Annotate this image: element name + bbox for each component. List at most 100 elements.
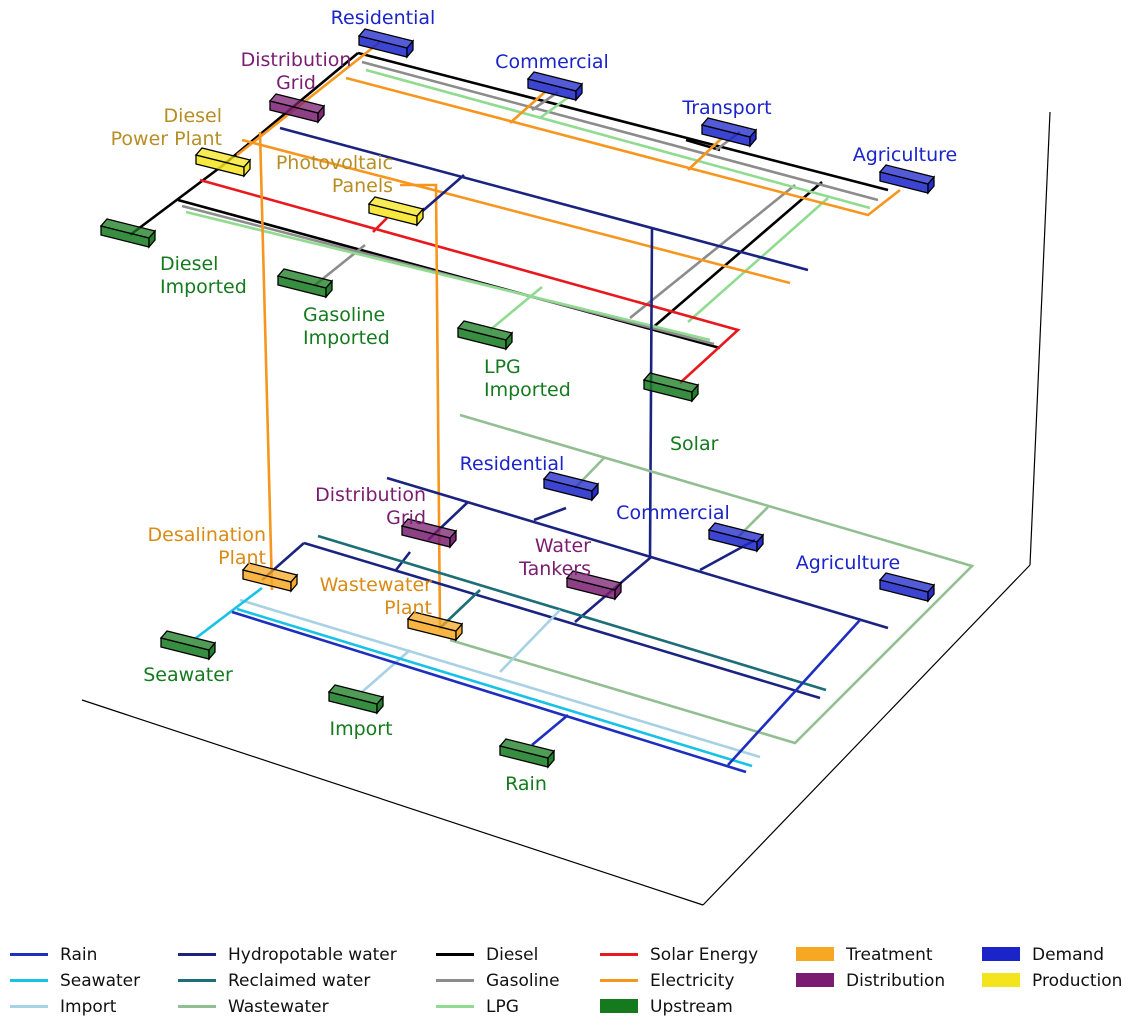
- wastewater-link: [449, 413, 975, 745]
- hydropotable-link: [386, 476, 889, 630]
- label-energy-residential: Residential: [331, 7, 436, 29]
- diesel-link: [357, 51, 889, 192]
- legend-line-swatch: [10, 1005, 48, 1008]
- node-water-rain: [498, 738, 556, 769]
- hydropotable-link: [279, 126, 809, 272]
- label-energy-diesel-power-plant-line: Diesel: [164, 105, 222, 127]
- label-water-import: Import: [329, 718, 392, 740]
- label-water-wastewater-plant-line: Plant: [384, 597, 432, 619]
- node-energy-gasoline-imported-top: [276, 268, 334, 289]
- node-energy-agriculture-top: [878, 164, 936, 185]
- label-water-distribution-grid-line: Grid: [386, 507, 426, 529]
- lpg-link: [489, 285, 543, 332]
- node-water-wastewater-plant: [406, 611, 464, 642]
- node-energy-diesel-imported: [99, 218, 157, 249]
- rain-link: [231, 610, 747, 774]
- legend-line-swatch: [178, 1005, 216, 1008]
- label-water-rain: Rain: [505, 773, 547, 795]
- lpg-link: [539, 94, 571, 120]
- legend-label: Solar Energy: [650, 945, 759, 965]
- node-water-import-top: [327, 684, 385, 705]
- node-water-tankers: [565, 570, 623, 601]
- seawater-link: [195, 586, 263, 640]
- label-energy-distribution-grid-line: Distribution: [241, 49, 352, 71]
- node-water-desalination-plant: [241, 562, 299, 593]
- label-energy-diesel-imported-line: Imported: [160, 276, 247, 298]
- legend-patch-swatch: [600, 999, 638, 1013]
- label-water-agriculture: Agriculture: [796, 552, 901, 574]
- electricity-link: [687, 137, 723, 171]
- label-water-desalination-plant-line: Desalination: [148, 524, 267, 546]
- label-water-residential: Residential: [460, 453, 565, 475]
- gasoline-link: [629, 183, 796, 320]
- node-energy-solar-top: [642, 372, 700, 393]
- axis-front-edge: [81, 699, 704, 906]
- node-water-commercial-top: [707, 522, 765, 543]
- electricity-link: [400, 183, 442, 631]
- legend-label: Reclaimed water: [228, 971, 371, 991]
- label-water-residential-line: Residential: [460, 453, 565, 475]
- lpg-link: [185, 210, 711, 342]
- node-water-agriculture-top: [878, 572, 936, 593]
- label-water-commercial-line: Commercial: [616, 502, 730, 524]
- label-energy-transport: Transport: [681, 97, 771, 119]
- diesel-link: [685, 138, 721, 152]
- label-energy-agriculture-line: Agriculture: [853, 144, 958, 166]
- legend-label: Gasoline: [486, 971, 560, 991]
- lpg-link: [365, 68, 871, 210]
- label-water-desalination-plant-line: Plant: [218, 547, 266, 569]
- lpg-link: [687, 197, 829, 323]
- label-energy-commercial-line: Commercial: [495, 51, 609, 73]
- legend-line-swatch: [436, 1005, 474, 1008]
- rain-link: [531, 714, 569, 746]
- electricity-link: [345, 76, 901, 217]
- label-energy-transport-line: Transport: [681, 97, 771, 119]
- legend-label: Hydropotable water: [228, 945, 397, 965]
- label-energy-diesel-imported-line: Diesel: [160, 253, 218, 275]
- electricity-link: [258, 131, 274, 591]
- node-energy-photovoltaic-panels: [367, 196, 425, 227]
- node-energy-diesel-power-plant: [194, 147, 252, 178]
- node-energy-transport: [700, 117, 758, 148]
- node-water-commercial: [707, 522, 765, 553]
- legend-line-swatch: [436, 953, 474, 956]
- legend-label: LPG: [486, 997, 519, 1017]
- legend-line-swatch: [10, 953, 48, 956]
- axis-vertical-edge: [1029, 111, 1051, 566]
- legend-label: Production: [1032, 971, 1123, 991]
- node-energy-lpg-imported-top: [456, 320, 514, 341]
- node-water-wastewater-plant-top: [406, 611, 464, 632]
- node-water-tankers-top: [565, 570, 623, 591]
- nodes-layer: [99, 28, 936, 769]
- node-water-distribution-grid: [400, 518, 458, 549]
- label-water-tankers-line: Tankers: [518, 558, 591, 580]
- node-energy-lpg-imported: [456, 320, 514, 351]
- legend-patch-swatch: [796, 947, 834, 961]
- label-energy-diesel-power-plant-line: Power Plant: [111, 128, 222, 150]
- gasoline-link: [361, 60, 879, 202]
- node-water-import: [327, 684, 385, 715]
- node-water-seawater: [159, 630, 217, 661]
- legend-line-swatch: [178, 953, 216, 956]
- label-water-wastewater-plant-line: Wastewater: [320, 574, 433, 596]
- legend-label: Import: [60, 997, 117, 1017]
- electricity-link: [241, 138, 791, 285]
- label-energy-solar-line: Solar: [670, 433, 719, 455]
- seawater-link: [236, 607, 753, 768]
- node-energy-distribution-grid: [268, 93, 326, 124]
- solar-energy-link: [372, 217, 388, 233]
- label-energy-agriculture: Agriculture: [853, 144, 958, 166]
- node-water-rain-top: [498, 738, 556, 759]
- node-energy-gasoline-imported: [276, 268, 334, 299]
- hydropotable-link: [303, 541, 821, 700]
- label-water-agriculture-line: Agriculture: [796, 552, 901, 574]
- node-energy-solar: [642, 372, 700, 403]
